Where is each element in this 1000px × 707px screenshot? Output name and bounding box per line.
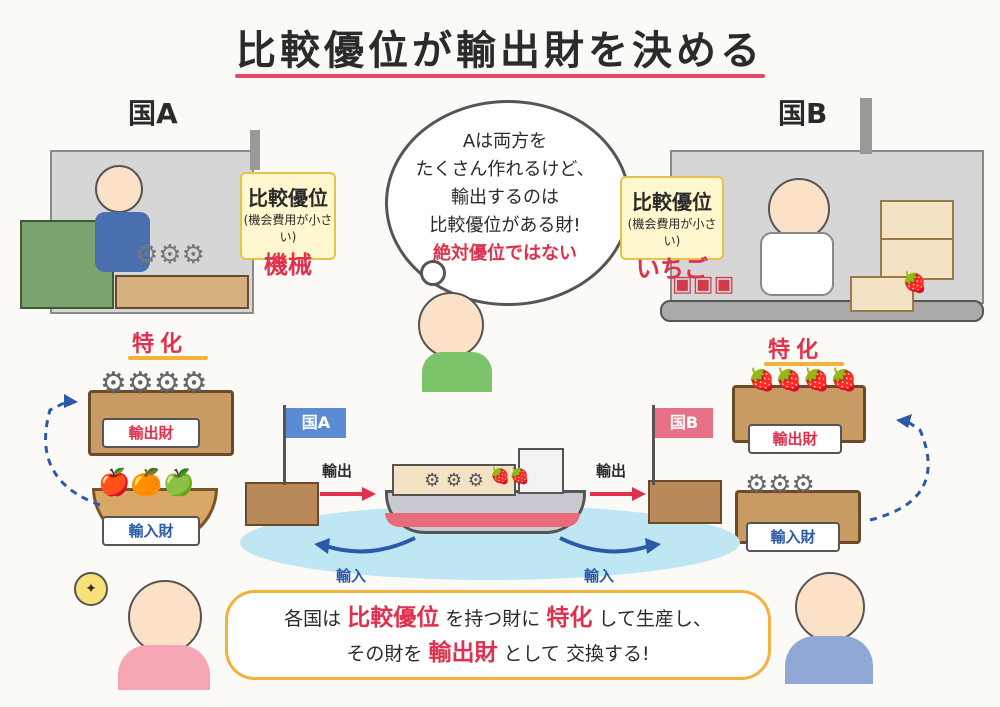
gear-icon: ⚙⚙⚙ <box>135 240 205 270</box>
apple-icon: 🍎🍊🍏 <box>98 468 196 498</box>
strawberry-box-1 <box>880 200 954 242</box>
specialize-underline-b <box>764 362 844 366</box>
conveyor-belt <box>660 300 984 322</box>
import-label-right: 輸入 <box>584 567 615 585</box>
left-import-tag: 輸入財 <box>102 516 200 546</box>
thought-dot <box>420 260 446 286</box>
right-import-tag: 輸入財 <box>746 522 840 552</box>
sign-b-sub: (機会費用が小さい) <box>627 217 717 248</box>
thinking-boy <box>418 292 484 358</box>
jam-jars: ▣▣▣ <box>672 272 735 297</box>
strawberry-icon: 🍓🍓🍓🍓 <box>748 368 858 393</box>
right-dashed-arrow <box>869 414 930 522</box>
cargo-ship <box>385 490 586 534</box>
export-label-left: 輸出 <box>322 462 353 480</box>
summary-emphasis: 輸出財 <box>428 640 498 666</box>
title-underline <box>235 74 765 78</box>
sign-b-good: いちご <box>636 255 708 283</box>
ship-bridge <box>518 448 564 494</box>
thought-line-4: 比較優位がある財! <box>429 215 581 236</box>
import-arrow-left <box>314 536 416 554</box>
thinking-boy-body <box>422 352 492 392</box>
specialize-underline-a <box>128 356 208 360</box>
page-title: 比較優位が輸出財を決める <box>236 28 764 74</box>
girl-body <box>118 645 210 690</box>
sign-b-main: 比較優位 <box>632 190 712 214</box>
dock-b <box>648 480 722 524</box>
lightbulb-icon: ✦ <box>74 572 108 606</box>
worker-a-body <box>95 212 150 272</box>
gear-icon: ⚙⚙⚙ <box>745 470 815 500</box>
summary-text: 各国は <box>284 608 342 630</box>
chimney-a <box>250 130 260 170</box>
import-label-left: 輸入 <box>336 567 367 585</box>
thought-line-2: たくさん作れるけど、 <box>415 159 595 180</box>
sign-a-main: 比較優位 <box>248 186 328 210</box>
flag-a: 国A <box>286 408 346 438</box>
sign-a-sub: (機会費用が小さい) <box>243 213 333 244</box>
summary-box: 各国は 比較優位 を持つ財に 特化 して生産し、 その財を 輸出財 として 交換… <box>225 590 771 680</box>
flag-b: 国B <box>655 408 713 438</box>
export-arrow-left <box>320 487 376 501</box>
summary-emphasis: 比較優位 <box>347 605 440 631</box>
export-label-right: 輸出 <box>596 462 627 480</box>
country-b-label: 国B <box>778 97 828 130</box>
thought-text: Aは両方を たくさん作れるけど、 輸出するのは 比較優位がある財! 絶対優位では… <box>395 128 615 268</box>
export-arrow-right <box>590 487 646 501</box>
left-export-tag: 輸出財 <box>102 418 200 448</box>
sign-a-good: 機械 <box>264 251 312 279</box>
boy <box>795 572 865 642</box>
strawberry-box-3 <box>850 276 914 312</box>
worker-b <box>768 178 830 240</box>
specialize-label-b: 特化 <box>768 338 825 363</box>
import-arrow-right <box>559 536 661 554</box>
strawberry-icon: 🍓 <box>902 270 927 294</box>
summary-emphasis: 特化 <box>546 605 593 631</box>
ship-cargo-strawberries: 🍓🍓 <box>490 466 530 485</box>
thought-line-3: 輸出するのは <box>451 187 559 208</box>
thought-line-1: Aは両方を <box>462 131 548 152</box>
strawberry-box-2 <box>880 238 954 280</box>
gear-table <box>115 275 249 309</box>
worker-a <box>95 165 145 215</box>
ship-hull-stripe <box>385 513 580 527</box>
summary-text: を持つ財に <box>445 608 541 630</box>
left-dashed-arrow <box>44 394 101 507</box>
summary-line-1: 各国は 比較優位 を持つ財に 特化 して生産し、 <box>228 601 768 636</box>
ship-cargo-gears: ⚙ ⚙ ⚙ <box>392 464 516 496</box>
country-a-label: 国A <box>128 97 178 130</box>
country-a-advantage-sign: 比較優位 (機会費用が小さい) 機械 <box>240 172 336 279</box>
country-b-advantage-sign: 比較優位 (機会費用が小さい) いちご <box>620 176 724 283</box>
specialize-label-a: 特化 <box>132 332 189 357</box>
thought-highlight: 絶対優位ではない <box>433 243 577 264</box>
summary-text: として 交換する! <box>503 643 650 665</box>
summary-text: して生産し、 <box>598 608 712 630</box>
girl <box>128 580 202 654</box>
flagpole-b <box>652 405 655 485</box>
summary-line-2: その財を 輸出財 として 交換する! <box>228 636 768 671</box>
right-export-tag: 輸出財 <box>748 424 842 454</box>
summary-text: その財を <box>346 643 423 665</box>
gear-icon: ⚙⚙⚙⚙ <box>100 366 208 401</box>
dock-a <box>245 482 319 526</box>
worker-b-body <box>760 232 834 296</box>
boy-body <box>785 636 873 684</box>
chimney-b <box>860 98 872 154</box>
flagpole-a <box>283 405 286 485</box>
